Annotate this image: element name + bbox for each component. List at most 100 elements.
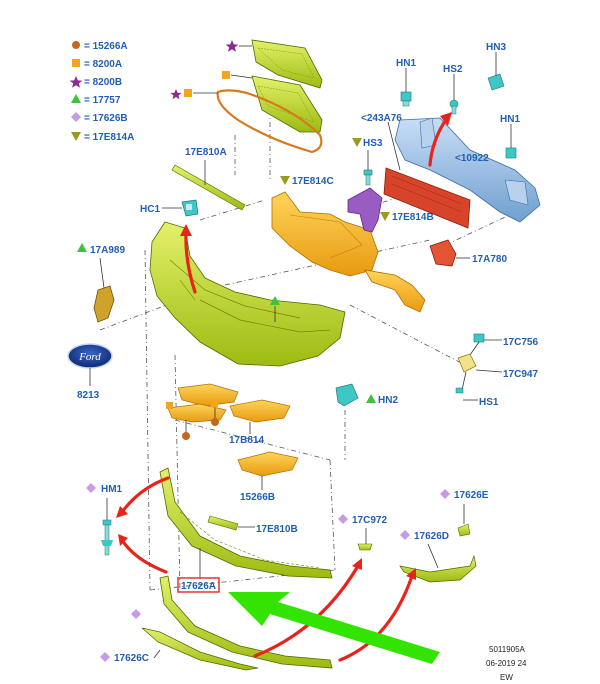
part-label: 17C972: [352, 515, 387, 526]
part-label: HN1: [396, 58, 416, 69]
star-marker-icon: [170, 89, 182, 100]
legend-item: = 17E814A: [84, 132, 134, 143]
lower-grille-17626a: [159, 467, 333, 579]
energy-absorber-part: [383, 167, 471, 229]
legend-triangle-up-icon: [71, 94, 81, 103]
lower-lip-17626c: [141, 575, 333, 671]
legend-square-icon: [72, 59, 80, 67]
bracket-17626e: [457, 523, 471, 537]
part-label: HN3: [486, 42, 506, 53]
upper-grille-part: [251, 39, 323, 89]
triangle-up-marker-icon: [270, 296, 280, 305]
fog-bezel-left-upper: [177, 383, 239, 407]
square-marker-icon: [211, 400, 218, 407]
square-marker-icon: [222, 71, 230, 79]
part-label: 17E814C: [292, 176, 334, 187]
legend-item: = 17626B: [84, 113, 128, 124]
hn1-nut-top: [400, 91, 412, 107]
hn3-nut: [487, 73, 505, 91]
legend-item: = 17757: [84, 95, 121, 106]
hn1-nut-right: [505, 147, 517, 159]
part-label: HS3: [363, 138, 383, 149]
legend: = 15266A = 8200A = 8200B = 17757 = 17626…: [69, 41, 134, 143]
part-label: <243A76: [361, 113, 402, 124]
hs1-screw: [455, 387, 464, 394]
hs2-screw: [449, 99, 459, 115]
green-pointer-arrow: [228, 592, 440, 664]
part-label: HS2: [443, 64, 463, 75]
part-label: <10922: [455, 153, 489, 164]
diamond-marker-icon: [131, 609, 141, 619]
strip-17e810b: [207, 515, 239, 531]
legend-triangle-down-icon: [71, 132, 81, 141]
triangle-up-marker-icon: [77, 243, 87, 252]
legend-circle-icon: [72, 41, 80, 49]
legend-item: = 15266A: [84, 41, 128, 52]
tow-hook-cover-part: [429, 239, 457, 267]
highlight-box: [177, 577, 220, 593]
part-label: 15266B: [240, 492, 275, 503]
square-marker-icon: [184, 89, 192, 97]
part-label: 17A780: [472, 254, 507, 265]
fog-bezel-right: [229, 399, 291, 423]
drawing-initials: EW: [500, 673, 513, 682]
circle-marker-icon: [182, 432, 190, 440]
sensor-bracket-17c756: [469, 333, 485, 356]
triangle-down-marker-icon: [352, 138, 362, 147]
diamond-marker-icon: [440, 489, 450, 499]
triangle-down-marker-icon: [380, 212, 390, 221]
under-shield-part: [271, 191, 426, 313]
part-label: 17626D: [414, 531, 449, 542]
sensor-17c947: [457, 353, 477, 391]
ford-emblem: Ford: [67, 343, 113, 369]
part-label: 17E814B: [392, 212, 434, 223]
upper-trim-strip: [171, 164, 246, 211]
grille-surround-trim: [216, 89, 323, 154]
lamp-bezel-15266b: [237, 451, 299, 477]
part-label: 17C947: [503, 369, 538, 380]
part-label: HM1: [101, 484, 123, 495]
part-label-highlighted: 17626A: [181, 581, 216, 592]
center-bracket-part: [347, 187, 383, 233]
legend-item: = 8200A: [84, 59, 122, 70]
part-label: 17E810A: [185, 147, 227, 158]
part-label: 17626E: [454, 490, 489, 501]
part-label: HC1: [140, 204, 160, 215]
part-label: HS1: [479, 397, 499, 408]
diamond-marker-icon: [400, 530, 410, 540]
legend-star-icon: [69, 76, 83, 88]
drawing-date: 06-2019 24: [486, 659, 527, 668]
red-arrowheads: [116, 112, 452, 580]
part-label: 17626C: [114, 653, 149, 664]
part-label: 17E810B: [256, 524, 298, 535]
part-label: HN1: [500, 114, 520, 125]
footer-info: 5011905A 06-2019 24 EW: [486, 645, 527, 682]
fog-bezel-left-lower: [167, 403, 227, 423]
hc1-clip: [181, 199, 199, 217]
legend-item: = 8200B: [84, 77, 122, 88]
legend-diamond-icon: [71, 112, 81, 122]
diamond-marker-icon: [86, 483, 96, 493]
diamond-marker-icon: [100, 652, 110, 662]
left-bracket-part: [93, 285, 115, 323]
hs3-screw: [363, 169, 373, 186]
triangle-down-marker-icon: [280, 176, 290, 185]
triangle-up-marker-icon: [366, 394, 376, 403]
diamond-marker-icon: [338, 514, 348, 524]
drawing-code: 5011905A: [489, 645, 526, 654]
part-label: 17B814: [229, 435, 264, 446]
bumper-cover-part: [149, 221, 346, 367]
hm1-clip: [101, 519, 113, 556]
square-marker-icon: [166, 402, 173, 409]
part-label: 17A989: [90, 245, 125, 256]
bumper-reinforcement-beam: [394, 117, 541, 223]
part-label: HN2: [378, 395, 398, 406]
part-label: 17C756: [503, 337, 538, 348]
emblem-text: Ford: [78, 351, 101, 363]
circle-marker-icon: [211, 418, 219, 426]
hn2-nut: [335, 383, 359, 407]
clip-17c972: [357, 543, 373, 551]
star-marker-icon: [225, 40, 239, 52]
part-label: 8213: [77, 390, 100, 401]
